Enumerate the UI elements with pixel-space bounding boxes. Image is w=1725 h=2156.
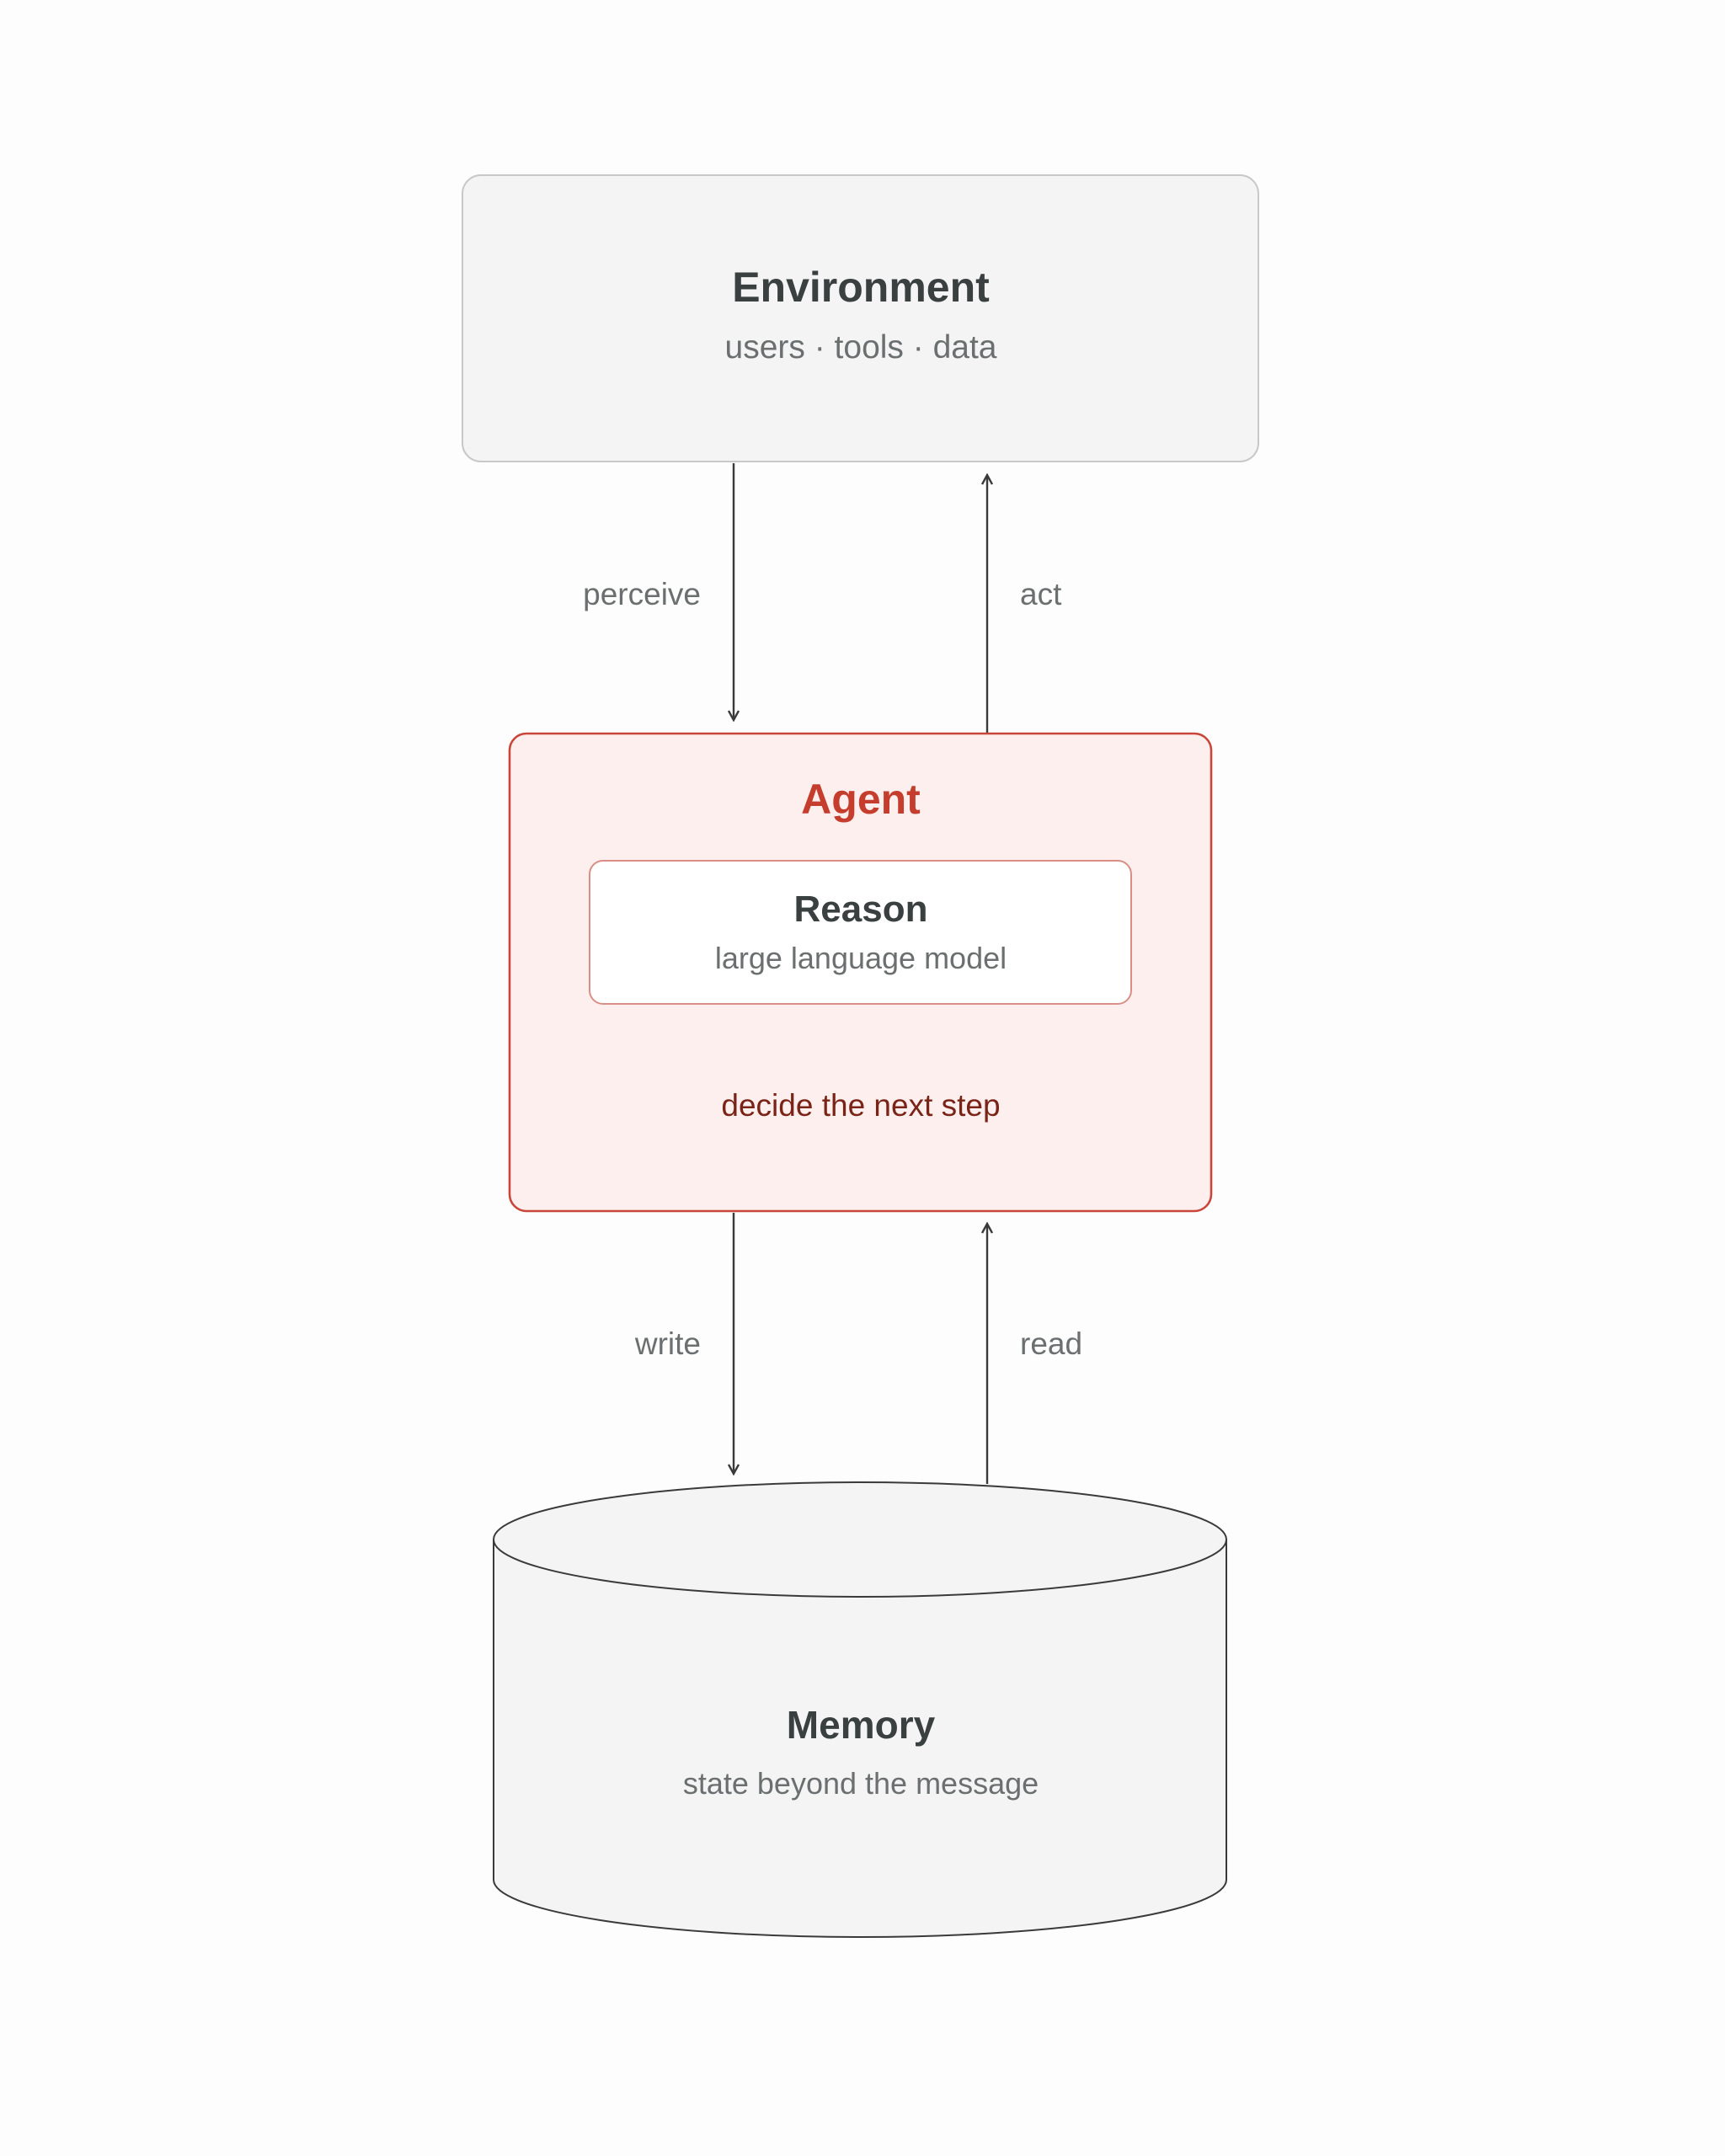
act-label: act	[1020, 577, 1062, 611]
reason-subtitle: large language model	[715, 941, 1007, 975]
reason-node: Reason large language model	[589, 860, 1132, 1005]
agent-note: decide the next step	[721, 1088, 1000, 1123]
environment-subtitle: users · tools · data	[725, 329, 997, 366]
write-label: write	[634, 1326, 701, 1361]
perceive-label: perceive	[583, 577, 701, 611]
read-label: read	[1020, 1326, 1082, 1361]
memory-subtitle: state beyond the message	[683, 1766, 1039, 1801]
environment-node: Environment users · tools · data	[462, 174, 1259, 462]
agent-node: Agent Reason large language model decide…	[508, 732, 1213, 1213]
memory-cylinder-top	[493, 1481, 1227, 1598]
memory-node: Memory state beyond the message	[493, 1481, 1227, 1938]
memory-title: Memory	[787, 1703, 936, 1747]
agent-title: Agent	[801, 776, 921, 823]
memory-cylinder-body	[493, 1540, 1227, 1938]
reason-title: Reason	[794, 889, 928, 930]
reason-box	[589, 860, 1132, 1005]
environment-title: Environment	[732, 264, 990, 311]
environment-box	[462, 174, 1259, 462]
